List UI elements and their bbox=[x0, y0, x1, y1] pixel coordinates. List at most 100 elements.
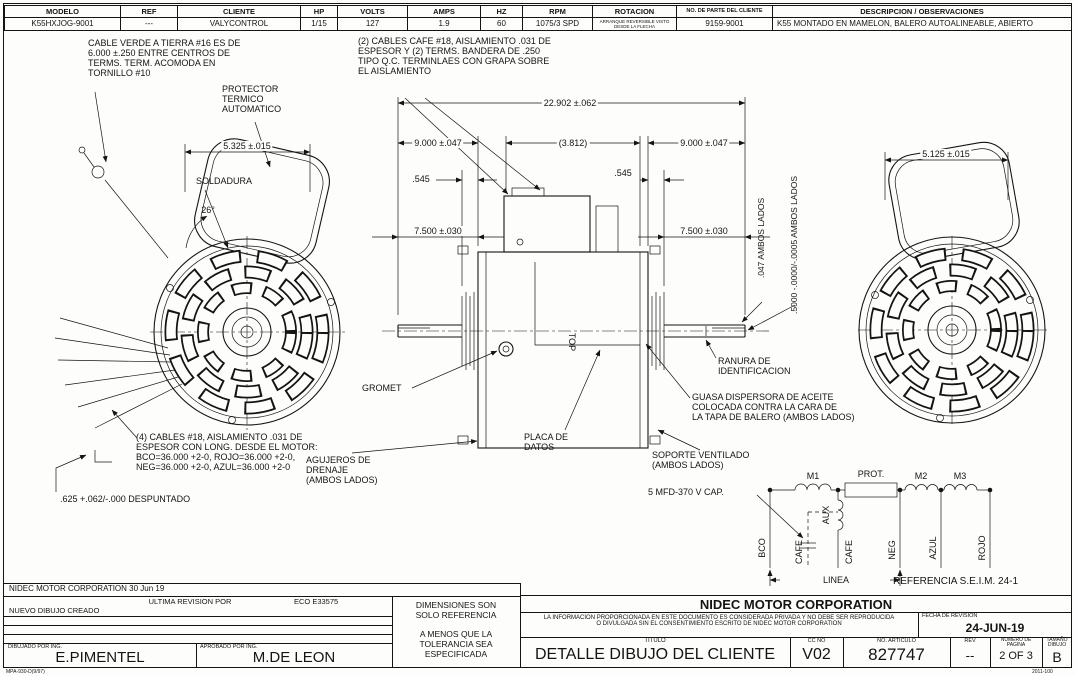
label-referencia: REFERENCIA S.E.I.M. 24-1 bbox=[893, 576, 1019, 587]
title-label: TITULO bbox=[644, 638, 666, 644]
company-name: NIDEC MOTOR CORPORATION bbox=[699, 597, 893, 612]
label-top: TOP bbox=[567, 332, 578, 352]
lead-wires bbox=[54, 317, 183, 463]
dim-75-right: 7.500 ±.030 bbox=[678, 225, 730, 237]
note-dimensions-reference: DIMENSIONES SON SOLO REFERENCIA bbox=[415, 600, 497, 620]
note-gromet: GROMET bbox=[362, 383, 402, 393]
col-label: CLIENTE bbox=[178, 6, 300, 18]
drawn-by-name: E.PIMENTEL bbox=[55, 649, 145, 666]
note-ground-cable: CABLE VERDE A TIERRA #16 ES DE 6.000 ±.2… bbox=[88, 38, 241, 79]
col-label: HZ bbox=[481, 6, 522, 18]
note-id-slot: RANURA DE IDENTIFICACION bbox=[718, 356, 791, 377]
col-value: 127 bbox=[365, 19, 380, 28]
note-thermal-protector: PROTECTOR TERMICO AUTOMATICO bbox=[222, 84, 282, 115]
dim-shaft-diameter: .5000 -.0000/-.0005 AMBOS LADOS bbox=[789, 176, 800, 314]
note-four-cables: (4) CABLES #18, AISLAMIENTO .031 DE ESPE… bbox=[136, 432, 318, 473]
item-number: 827747 bbox=[868, 645, 925, 664]
dim-shaft-flat: .047 AMBOS LADOS bbox=[756, 197, 767, 279]
dim-75-left: 7.500 ±.030 bbox=[412, 225, 464, 237]
rev-label: REV bbox=[964, 638, 976, 644]
note-brown-cables: (2) CABLES CAFE #18, AISLAMIENTO .031 DE… bbox=[358, 36, 551, 77]
note-weld: SOLDADURA bbox=[196, 176, 253, 186]
note-oil-washer: GUASA DISPERSORA DE ACEITE COLOCADA CONT… bbox=[692, 392, 855, 423]
dim-overall-length: 22.902 ±.062 bbox=[541, 97, 599, 109]
col-label: RPM bbox=[523, 6, 592, 18]
wire-cafe-2: CAFE bbox=[843, 539, 854, 565]
revision-entry: NUEVO DIBUJO CREADO bbox=[9, 606, 100, 615]
form-number-right: 2011-100 bbox=[1032, 669, 1053, 675]
label-prot: PROT. bbox=[857, 468, 885, 479]
col-label: VOLTS bbox=[338, 6, 407, 18]
revision-date: 24-JUN-19 bbox=[965, 621, 1025, 635]
right-end-view bbox=[858, 141, 1048, 424]
dim-left-width: 5.325 ±.015 bbox=[221, 140, 273, 152]
col-value: ARRANQUE REVERSIBLE VISTO DESDE LA FLECH… bbox=[599, 19, 670, 29]
rev-value: -- bbox=[965, 648, 975, 663]
col-value: K55 MONTADO EN MAMELON, BALERO AUTOALINE… bbox=[777, 19, 1033, 28]
page-number-label: NUMERO DE PAGINA bbox=[1000, 637, 1032, 648]
eco-number: ECO E33575 bbox=[294, 597, 339, 606]
dim-545-left: .545 bbox=[412, 173, 430, 184]
col-label: HP bbox=[301, 6, 337, 18]
dim-ref-center: (3.812) bbox=[556, 137, 590, 149]
dim-angle-26: 26° bbox=[201, 204, 215, 215]
label-m2: M2 bbox=[914, 470, 928, 481]
note-tolerance: A MENOS QUE LA TOLERANCIA SEA ESPECIFICA… bbox=[419, 629, 493, 659]
left-end-view bbox=[54, 138, 345, 463]
drawing-title: DETALLE DIBUJO DEL CLIENTE bbox=[534, 646, 776, 663]
label-aux: AUX bbox=[820, 505, 831, 525]
dim-nine-left: 9.000 ±.047 bbox=[412, 137, 464, 149]
sheet-size-label: TAMAÑO DIBUJO bbox=[1046, 637, 1068, 648]
dim-nine-right: 9.000 ±.047 bbox=[678, 137, 730, 149]
item-number-label: NO. ARTICULO bbox=[877, 638, 916, 644]
header-cell-ref: REF--- bbox=[121, 6, 178, 30]
col-label: NO. DE PARTE DEL CLIENTE bbox=[677, 6, 772, 18]
wire-azul: AZUL bbox=[927, 536, 938, 560]
col-label: ROTACION bbox=[593, 6, 676, 18]
drawing-border bbox=[3, 3, 1072, 668]
col-value: VALYCONTROL bbox=[209, 19, 269, 28]
wiring-diagram bbox=[756, 482, 993, 586]
cc-label: CC NO bbox=[807, 638, 826, 644]
label-m3: M3 bbox=[953, 470, 967, 481]
col-value: 1/15 bbox=[311, 19, 327, 28]
note-vented-bracket: SOPORTE VENTILADO (AMBOS LADOS) bbox=[652, 450, 750, 471]
shaft bbox=[397, 324, 746, 338]
note-drain-holes: AGUJEROS DE DRENAJE (AMBOS LADOS) bbox=[306, 455, 378, 486]
col-value: 1.9 bbox=[438, 19, 450, 28]
col-value: 1075/3 SPD bbox=[535, 19, 580, 28]
col-value: K55HXJOG-9001 bbox=[31, 19, 94, 28]
sheet-size: B bbox=[1052, 649, 1062, 665]
col-value: 9159-9001 bbox=[705, 19, 744, 28]
dim-right-width: 5.125 ±.015 bbox=[920, 148, 972, 160]
dim-despuntado: .625 +.062/-.000 DESPUNTADO bbox=[60, 494, 191, 504]
wire-rojo: ROJO bbox=[976, 535, 987, 561]
approved-by-label: APROBADO POR ING. bbox=[200, 644, 258, 650]
corp-date-line: NIDEC MOTOR CORPORATION 30 Jun 19 bbox=[9, 584, 165, 593]
disclaimer-text: LA INFORMACION PROPORCIONADA EN ESTE DOC… bbox=[543, 615, 895, 627]
col-label: REF bbox=[121, 6, 177, 18]
cc-number: V02 bbox=[802, 646, 831, 663]
col-label: DESCRIPCION / OBSERVACIONES bbox=[773, 6, 1071, 18]
label-linea: LINEA bbox=[820, 574, 852, 586]
side-view bbox=[382, 187, 772, 449]
label-capacitor: 5 MFD-370 V CAP. bbox=[648, 487, 724, 497]
approved-by-name: M.DE LEON bbox=[252, 649, 336, 666]
wire-cafe-1: CAFE bbox=[793, 539, 804, 565]
label-m1: M1 bbox=[806, 470, 820, 481]
col-label: MODELO bbox=[5, 6, 120, 18]
col-label: AMPS bbox=[408, 6, 480, 18]
form-number-left: MPA-930-D(9/97) bbox=[6, 669, 45, 675]
